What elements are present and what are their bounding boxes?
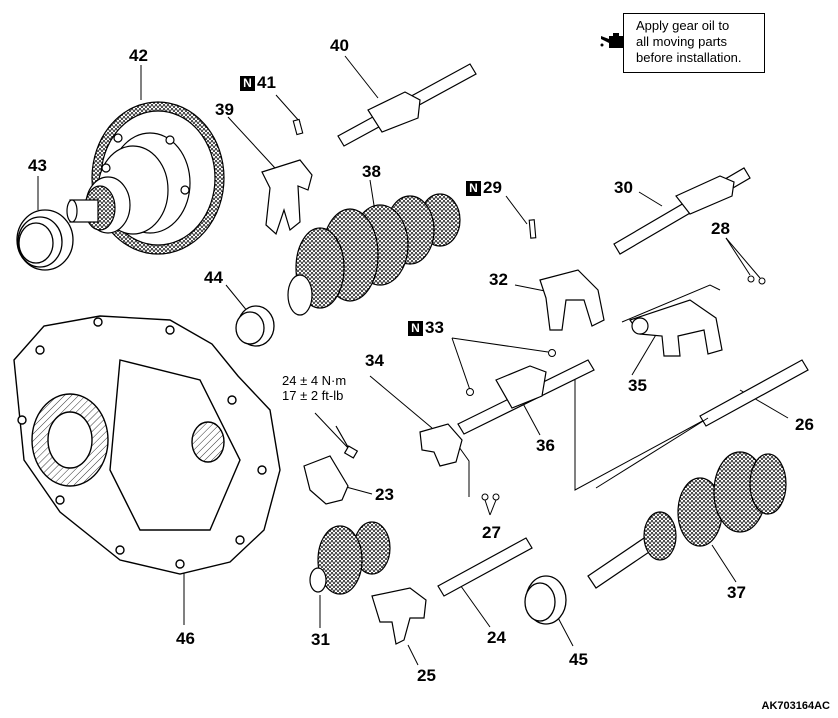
callout-32: 32 [489, 270, 508, 289]
callout-41: 41 [257, 73, 276, 92]
new-part-marker: N [240, 76, 255, 91]
callout-46: 46 [176, 629, 195, 648]
bearing-race-45 [524, 575, 567, 625]
callout-28: 28 [711, 219, 730, 238]
shift-fork-35 [629, 299, 723, 357]
callout-24: 24 [487, 628, 506, 647]
callout-33: 33 [425, 318, 444, 337]
shift-rail-36 [457, 359, 595, 435]
callout-34: 34 [365, 351, 384, 370]
note-line-1: Apply gear oil to [636, 18, 730, 33]
shift-rail-40 [337, 63, 477, 147]
callout-38: 38 [362, 162, 381, 181]
callout-39: 39 [215, 100, 234, 119]
callout-43: 43 [28, 156, 47, 175]
input-shaft-37 [587, 451, 787, 589]
bearing-race-44 [235, 305, 275, 347]
callout-31: 31 [311, 630, 330, 649]
pins-28 [747, 275, 766, 285]
pins-27 [481, 493, 500, 501]
note-line-3: before installation. [636, 50, 742, 65]
note-box: Apply gear oil to all moving parts befor… [623, 13, 765, 73]
new-part-marker: N [408, 321, 423, 336]
shaft-24 [437, 537, 533, 597]
callout-37: 37 [727, 583, 746, 602]
leader-lines [37, 55, 789, 666]
callout-27: 27 [482, 523, 501, 542]
shift-fork-25 [371, 587, 427, 645]
interlock-23 [303, 425, 359, 505]
note-text: Apply gear oil to all moving parts befor… [636, 18, 742, 66]
bearing-race-43 [16, 209, 74, 271]
shift-fork-32 [539, 269, 605, 331]
callout-44: 44 [204, 268, 223, 287]
linkage-rod [595, 417, 709, 489]
shift-fork-39 [261, 159, 313, 236]
spring-pin-41 [292, 118, 304, 136]
callout-42: 42 [129, 46, 148, 65]
callout-35: 35 [628, 376, 647, 395]
callout-45: 45 [569, 650, 588, 669]
callout-36: 36 [536, 436, 555, 455]
gear-cluster-38 [287, 193, 461, 316]
new-part-marker: N [466, 181, 481, 196]
callout-30: 30 [614, 178, 633, 197]
callout-40: 40 [330, 36, 349, 55]
callout-26: 26 [795, 415, 814, 434]
torque-imperial: 17 ± 2 ft-lb [282, 388, 344, 403]
note-line-2: all moving parts [636, 34, 728, 49]
torque-metric: 24 ± 4 N·m [282, 373, 347, 388]
gear-31 [309, 521, 391, 595]
ball-33 [466, 349, 556, 396]
callout-25: 25 [417, 666, 436, 685]
transaxle-case-46 [13, 315, 281, 575]
torque-spec: 24 ± 4 N·m 17 ± 2 ft-lb [282, 373, 346, 403]
callout-23: 23 [375, 485, 394, 504]
differential-assembly-42 [66, 101, 225, 255]
shift-rail-30 [613, 167, 751, 255]
oil-can-icon [600, 33, 623, 48]
callout-29: 29 [483, 178, 502, 197]
figure-id: AK703164AC [761, 700, 830, 712]
shift-block-34 [419, 423, 463, 467]
spring-pin-29 [528, 219, 537, 239]
shaft-26 [699, 359, 809, 427]
